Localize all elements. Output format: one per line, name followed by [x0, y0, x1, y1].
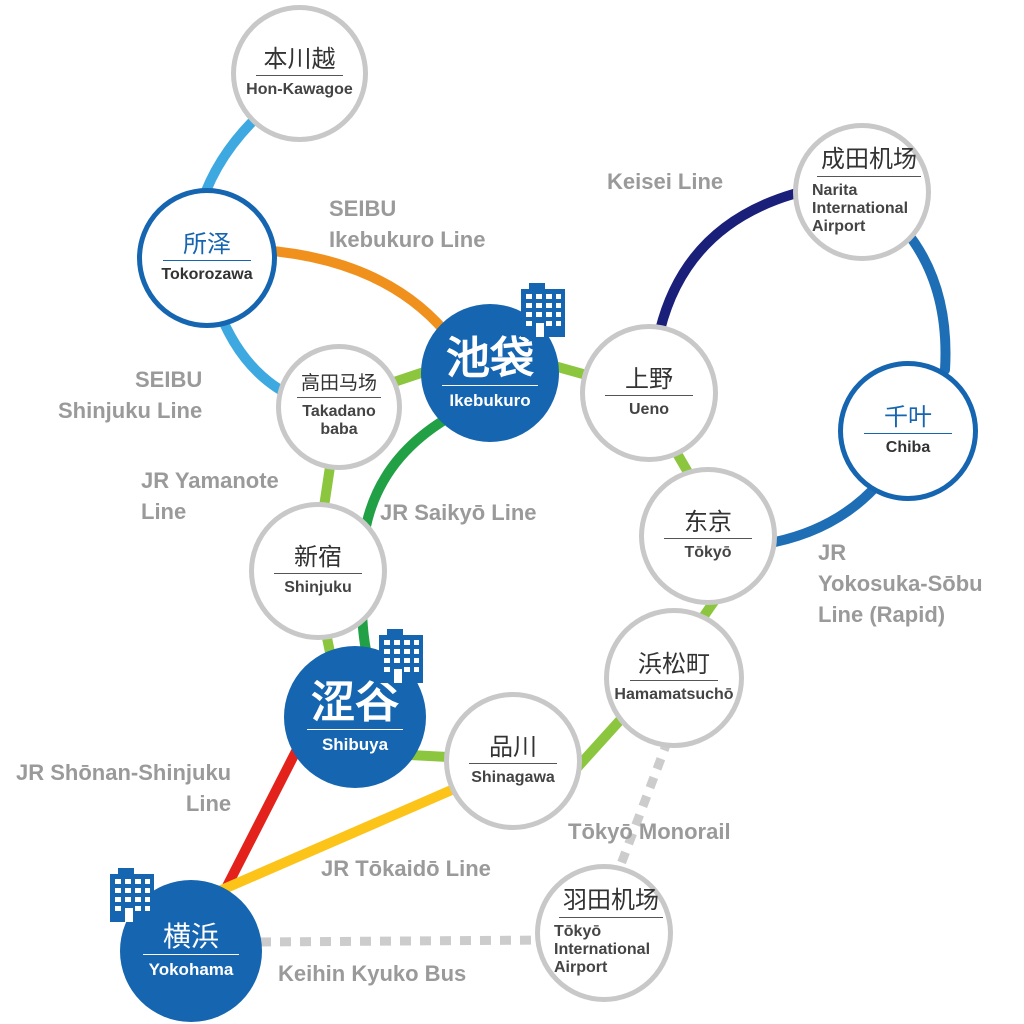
station-tokyo-cn: 东京	[664, 509, 752, 539]
station-takadanobaba-en-1: Takadano	[302, 403, 376, 421]
station-hamamatsucho-cn: 浜松町	[629, 651, 719, 681]
label-keisei-line: Keisei Line	[607, 169, 724, 194]
line-jr-sobu-tokyo	[770, 477, 885, 547]
station-shinjuku-cn: 新宿	[274, 544, 362, 574]
station-narita-en-2: International	[812, 199, 909, 217]
label-jr-shonan-shinjuku-line: JR Shōnan-Shinjuku Line	[16, 760, 232, 816]
station-ueno-en: Ueno	[629, 400, 669, 418]
station-shinjuku: 新宿 Shinjuku	[249, 502, 387, 640]
station-hon-kawagoe-cn: 本川越	[256, 47, 343, 77]
station-yokohama-cn: 横浜	[142, 922, 240, 956]
station-tokyo-en: Tōkyō	[684, 543, 732, 561]
building-icon	[521, 283, 565, 337]
station-hamamatsucho-en: Hamamatsuchō	[614, 685, 734, 703]
station-shinagawa-en: Shinagawa	[471, 768, 555, 786]
building-icon	[110, 868, 154, 922]
station-tokyo: 东京 Tōkyō	[639, 467, 777, 605]
line-keihin-kyuko-bus	[259, 935, 549, 947]
station-haneda-cn: 羽田机场	[559, 888, 663, 918]
station-takadanobaba: 高田马场 Takadano baba	[276, 344, 402, 470]
label-jr-saikyo-line: JR Saikyō Line	[380, 500, 537, 525]
station-yokohama-en: Yokohama	[148, 960, 234, 980]
building-icon	[379, 629, 423, 683]
station-ikebukuro-cn: 池袋	[442, 335, 538, 386]
station-shibuya-en: Shibuya	[321, 734, 389, 754]
station-chiba-en: Chiba	[885, 438, 931, 456]
station-hon-kawagoe: 本川越 Hon-Kawagoe	[231, 5, 368, 142]
line-tokyo-monorail	[610, 738, 673, 882]
station-ueno: 上野 Ueno	[580, 324, 718, 462]
station-narita-cn: 成田机场	[817, 147, 921, 177]
label-jr-tokaido-line: JR Tōkaidō Line	[321, 856, 491, 881]
station-tokorozawa: 所泽 Tokorozawa	[137, 188, 277, 328]
label-seibu-ikebukuro-line: SEIBU Ikebukuro Line	[329, 196, 486, 252]
station-ikebukuro-en: Ikebukuro	[449, 390, 531, 410]
station-takadanobaba-en-2: baba	[320, 421, 358, 439]
label-jr-yokosuka-sobu-line: JR Yokosuka-Sōbu Line (Rapid)	[818, 540, 983, 627]
station-shinjuku-en: Shinjuku	[284, 578, 352, 596]
station-haneda-en-2: International	[554, 940, 651, 958]
station-shinagawa: 品川 Shinagawa	[444, 692, 582, 830]
label-keihin-kyuko-bus: Keihin Kyuko Bus	[278, 961, 467, 986]
station-haneda-en-3: Airport	[554, 959, 608, 977]
station-haneda-en-1: Tōkyō	[554, 922, 602, 940]
station-narita: 成田机场 Narita International Airport	[793, 123, 931, 261]
label-tokyo-monorail: Tōkyō Monorail	[568, 819, 731, 844]
station-narita-en-3: Airport	[812, 218, 866, 236]
line-jr-tokaido	[205, 777, 475, 900]
station-ueno-cn: 上野	[605, 366, 693, 396]
station-narita-en-1: Narita	[812, 181, 858, 199]
station-haneda: 羽田机场 Tōkyō International Airport	[535, 864, 673, 1002]
station-shibuya-cn: 涩谷	[306, 679, 404, 730]
station-tokorozawa-en: Tokorozawa	[161, 265, 253, 283]
station-hon-kawagoe-en: Hon-Kawagoe	[246, 81, 353, 99]
line-jr-sobu-narita	[900, 225, 951, 375]
station-hamamatsucho: 浜松町 Hamamatsuchō	[604, 608, 744, 748]
label-jr-yamanote-line: JR Yamanote Line	[141, 468, 279, 524]
station-takadanobaba-cn: 高田马场	[296, 373, 381, 399]
station-tokorozawa-cn: 所泽	[162, 231, 252, 261]
line-seibu-ikebukuro	[257, 245, 457, 345]
label-seibu-shinjuku-line: SEIBU Shinjuku Line	[58, 367, 203, 423]
station-chiba: 千叶 Chiba	[838, 361, 978, 501]
station-shinagawa-cn: 品川	[469, 734, 557, 764]
station-chiba-cn: 千叶	[863, 404, 953, 434]
